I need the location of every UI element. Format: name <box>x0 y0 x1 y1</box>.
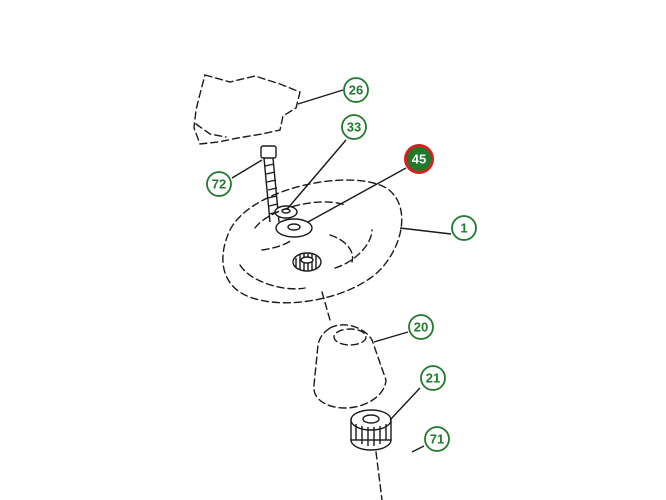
callout-72: 72 <box>206 171 232 197</box>
leader-21 <box>389 387 421 421</box>
leader-26 <box>297 89 344 105</box>
leader-20 <box>373 331 409 343</box>
wheel-hub <box>292 252 322 272</box>
callout-26-ring <box>343 77 369 103</box>
callout-20: 20 <box>408 314 434 340</box>
callout-45-fill <box>407 147 431 171</box>
callout-33: 33 <box>341 114 367 140</box>
callout-45-label: 45 <box>412 152 426 167</box>
callout-labels: 26 33 45 72 1 20 21 71 <box>206 77 477 452</box>
callout-21-ring <box>420 365 446 391</box>
part-1-steering-wheel <box>222 179 403 304</box>
callout-21-label: 21 <box>426 371 440 386</box>
leader-71 <box>411 445 425 453</box>
part-45-washer <box>275 218 313 238</box>
shaft-centerline <box>321 291 331 321</box>
part-21-adapter <box>350 409 392 451</box>
callout-26-label: 26 <box>349 83 363 98</box>
leader-72 <box>231 159 263 179</box>
part-26-panel <box>193 74 301 145</box>
callout-71-label: 71 <box>430 432 444 447</box>
callout-45: 45 <box>404 144 434 174</box>
callout-72-ring <box>206 171 232 197</box>
callout-71-ring <box>424 426 450 452</box>
callout-33-ring <box>341 114 367 140</box>
leader-33 <box>287 139 347 209</box>
callout-71: 71 <box>424 426 450 452</box>
leader-1 <box>399 227 452 235</box>
leader-lines <box>231 89 452 453</box>
callout-21: 21 <box>420 365 446 391</box>
part-72-bolt <box>260 145 280 223</box>
callout-1: 1 <box>451 215 477 241</box>
callout-1-label: 1 <box>460 221 467 236</box>
leader-45 <box>307 167 407 223</box>
callout-33-label: 33 <box>347 120 361 135</box>
callout-20-ring <box>408 314 434 340</box>
part-71-shaft <box>375 451 383 500</box>
callout-72-label: 72 <box>212 177 226 192</box>
callout-20-label: 20 <box>414 320 428 335</box>
callout-26: 26 <box>343 77 369 103</box>
part-20-cover <box>313 324 387 409</box>
callout-1-ring <box>451 215 477 241</box>
